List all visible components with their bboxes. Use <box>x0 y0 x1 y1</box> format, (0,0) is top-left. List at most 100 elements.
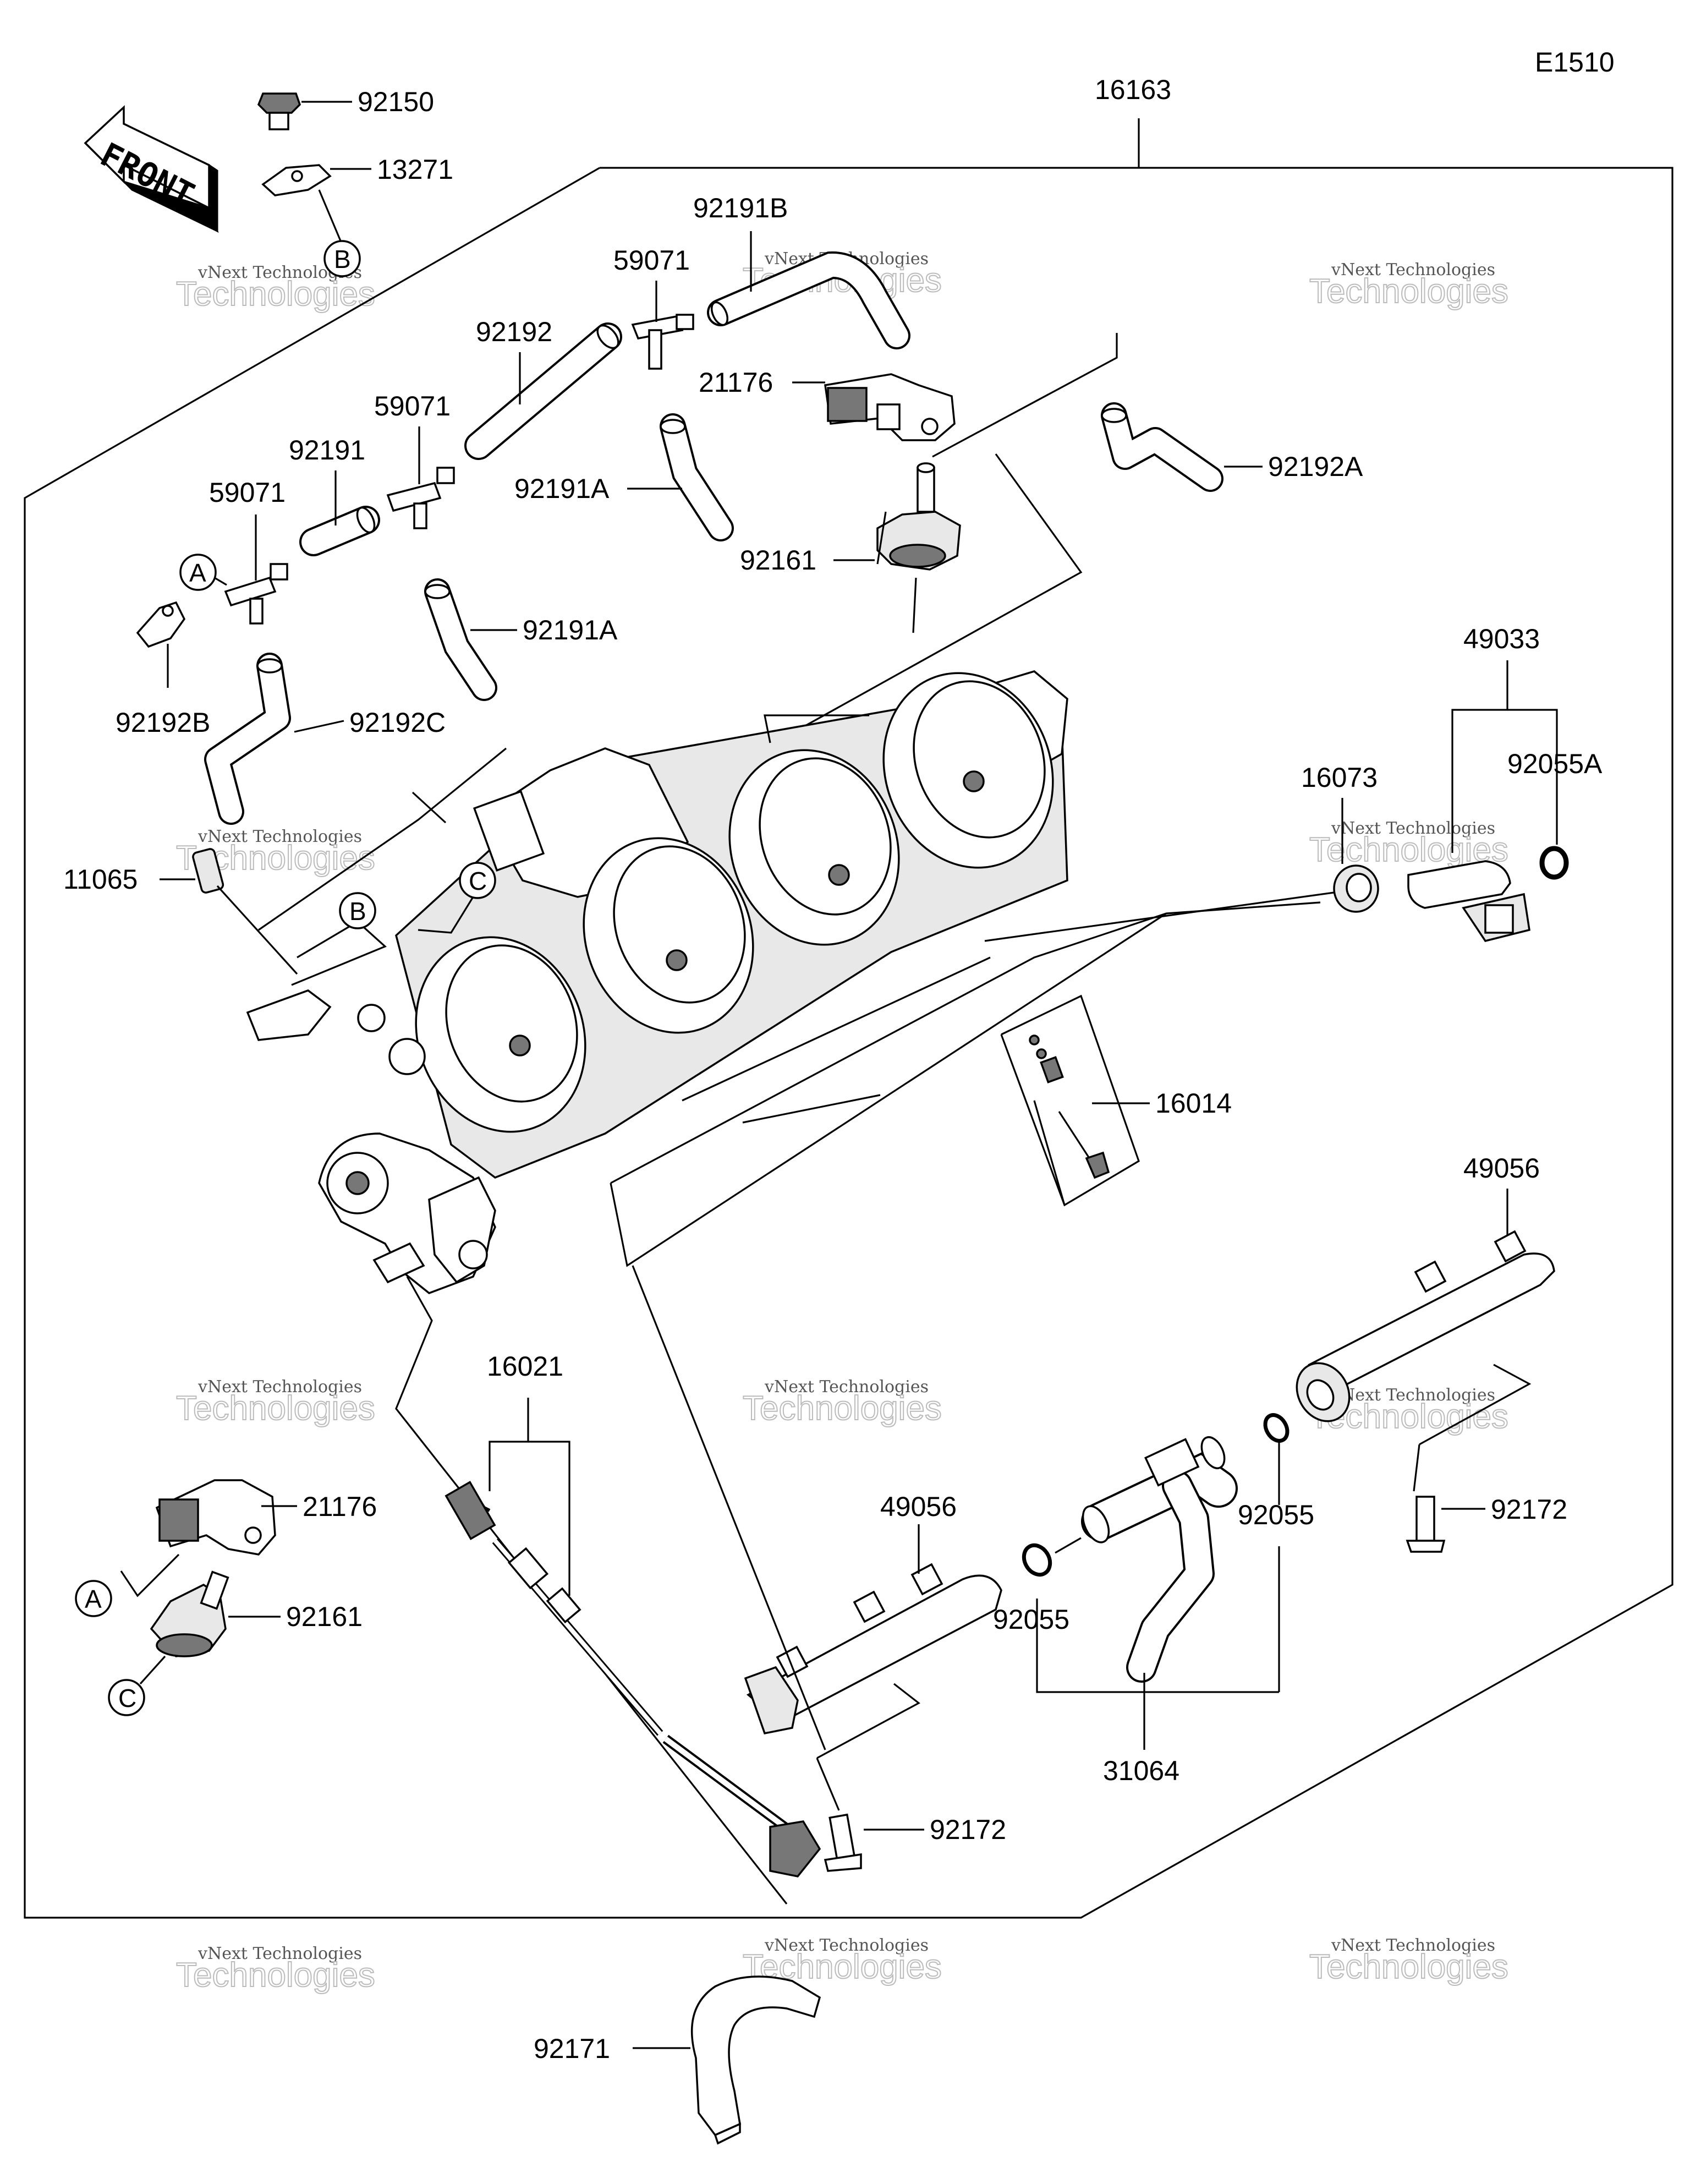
holder-92161-bottom <box>150 1570 229 1657</box>
hose-92191A-upper <box>660 413 734 541</box>
callout-a-bottom: A <box>75 1580 112 1617</box>
watermark-line1: vNext Technologies <box>1331 260 1495 280</box>
hose-92191B <box>707 251 910 349</box>
watermark: vNext Technologies Technologies <box>175 1944 376 1995</box>
part-label-49033: 49033 <box>1463 623 1540 654</box>
watermark: vNext Technologies Technologies <box>1309 260 1509 311</box>
callout-c-label: C <box>469 867 487 895</box>
watermark: vNext Technologies Technologies <box>742 1377 942 1428</box>
part-label-92171: 92171 <box>534 2033 610 2064</box>
watermark-line2: Technologies <box>1309 1948 1508 1986</box>
callout-a-top: A <box>179 554 217 591</box>
callout-b-top: B <box>323 240 361 277</box>
callout-a-label: A <box>189 559 206 587</box>
throttle-body-assembly <box>246 670 1068 1294</box>
hose-92191 <box>299 506 380 556</box>
bolt-92172-bottom <box>824 1813 862 1872</box>
watermark-line1: vNext Technologies <box>197 1944 362 1963</box>
o-ring-92055-left <box>1022 1543 1052 1577</box>
injector-49033 <box>1407 860 1530 942</box>
fuel-pipe-31064 <box>1081 1436 1238 1683</box>
part-label-92172-right: 92172 <box>1491 1494 1567 1525</box>
part-label-21176-bottom: 21176 <box>303 1491 377 1522</box>
throttle-bore <box>415 936 586 1133</box>
callout-b-main: B <box>339 892 376 929</box>
o-ring-92055A <box>1539 846 1569 880</box>
clamp-92171 <box>690 1975 821 2145</box>
front-arrow-icon: FRONT <box>84 105 219 233</box>
sensor-21176-top <box>824 373 956 441</box>
hose-92192C <box>204 653 291 825</box>
watermark: vNext Technologies Technologies <box>175 1377 376 1428</box>
fitting-59071-mid <box>386 467 455 529</box>
assembly-boundary <box>24 167 1673 1919</box>
throttle-bore <box>882 672 1054 869</box>
part-label-92172-bottom: 92172 <box>930 1814 1006 1845</box>
part-label-16014: 16014 <box>1155 1088 1232 1119</box>
part-label-59071-mid: 59071 <box>374 391 451 422</box>
watermark-line1: vNext Technologies <box>1331 1936 1495 1955</box>
callout-c-main: C <box>459 862 496 899</box>
part-label-11065: 11065 <box>63 864 138 895</box>
part-label-92191B: 92191B <box>693 193 788 223</box>
part-label-49056-left: 49056 <box>880 1491 957 1522</box>
watermark-line2: Technologies <box>743 1389 942 1427</box>
part-label-92055-left: 92055 <box>993 1604 1069 1635</box>
watermark-line2: Technologies <box>176 1389 375 1427</box>
part-label-92192C: 92192C <box>349 707 446 738</box>
watermark-line1: vNext Technologies <box>764 1936 929 1955</box>
bolt-92172-right <box>1406 1496 1446 1553</box>
part-label-92192A: 92192A <box>1268 451 1363 482</box>
o-ring-92055-right <box>1263 1413 1290 1443</box>
watermarks: vNext Technologies Technologies vNext Te… <box>175 249 1509 1995</box>
part-label-16073: 16073 <box>1301 762 1378 793</box>
part-label-92192B: 92192B <box>116 707 210 738</box>
part-label-92150: 92150 <box>358 86 434 117</box>
part-label-59071-top: 59071 <box>613 245 690 276</box>
watermark-line2: Technologies <box>176 1956 375 1994</box>
watermark-line1: vNext Technologies <box>764 1377 929 1397</box>
part-label-92161-top: 92161 <box>740 545 816 576</box>
part-label-92055-right: 92055 <box>1238 1499 1314 1530</box>
bolt-92150 <box>257 92 301 130</box>
fitting-59071-left <box>224 563 288 625</box>
hose-92192A <box>1101 402 1223 492</box>
part-label-49056-right: 49056 <box>1463 1153 1540 1184</box>
part-label-16163: 16163 <box>1095 74 1171 105</box>
part-label-16021: 16021 <box>487 1351 563 1382</box>
part-label-92191A-lower: 92191A <box>523 615 618 645</box>
watermark: vNext Technologies Technologies <box>1309 819 1509 869</box>
callout-b-label: B <box>349 897 366 926</box>
watermark-line2: Technologies <box>1309 272 1508 310</box>
callout-a-label: A <box>85 1585 102 1613</box>
sensor-16021 <box>445 1481 821 1878</box>
holder-92161-top <box>876 462 961 571</box>
seal-16073 <box>1333 864 1379 913</box>
throttle-bore <box>728 749 900 946</box>
part-label-92055A: 92055A <box>1507 748 1603 779</box>
fuel-rail-49056-right <box>1296 1230 1555 1422</box>
watermark-line1: vNext Technologies <box>197 827 362 846</box>
screw-set-16014 <box>1029 1034 1110 1179</box>
part-label-92191: 92191 <box>289 435 365 466</box>
watermark-line1: vNext Technologies <box>197 1377 362 1397</box>
part-label-13271: 13271 <box>377 154 453 185</box>
hose-92191A-lower <box>424 578 497 701</box>
fuel-rail-49056-left <box>744 1563 1002 1735</box>
watermark-line1: vNext Technologies <box>1331 819 1495 838</box>
callout-b-label: B <box>334 245 351 273</box>
watermark: vNext Technologies Technologies <box>1309 1936 1509 1986</box>
part-label-92191A-upper: 92191A <box>514 473 610 504</box>
part-label-59071-left: 59071 <box>209 477 286 508</box>
callout-c-bottom: C <box>108 1679 145 1716</box>
part-label-92192: 92192 <box>476 316 552 347</box>
watermark-line2: Technologies <box>176 275 375 313</box>
cap-11065 <box>192 848 224 894</box>
bracket-13271 <box>261 164 332 196</box>
cap-92192B <box>136 601 186 648</box>
sensor-21176-bottom <box>155 1479 276 1556</box>
throttle-bore <box>583 837 754 1034</box>
diagram-code: E1510 <box>1535 47 1615 78</box>
callout-c-label: C <box>118 1684 136 1712</box>
